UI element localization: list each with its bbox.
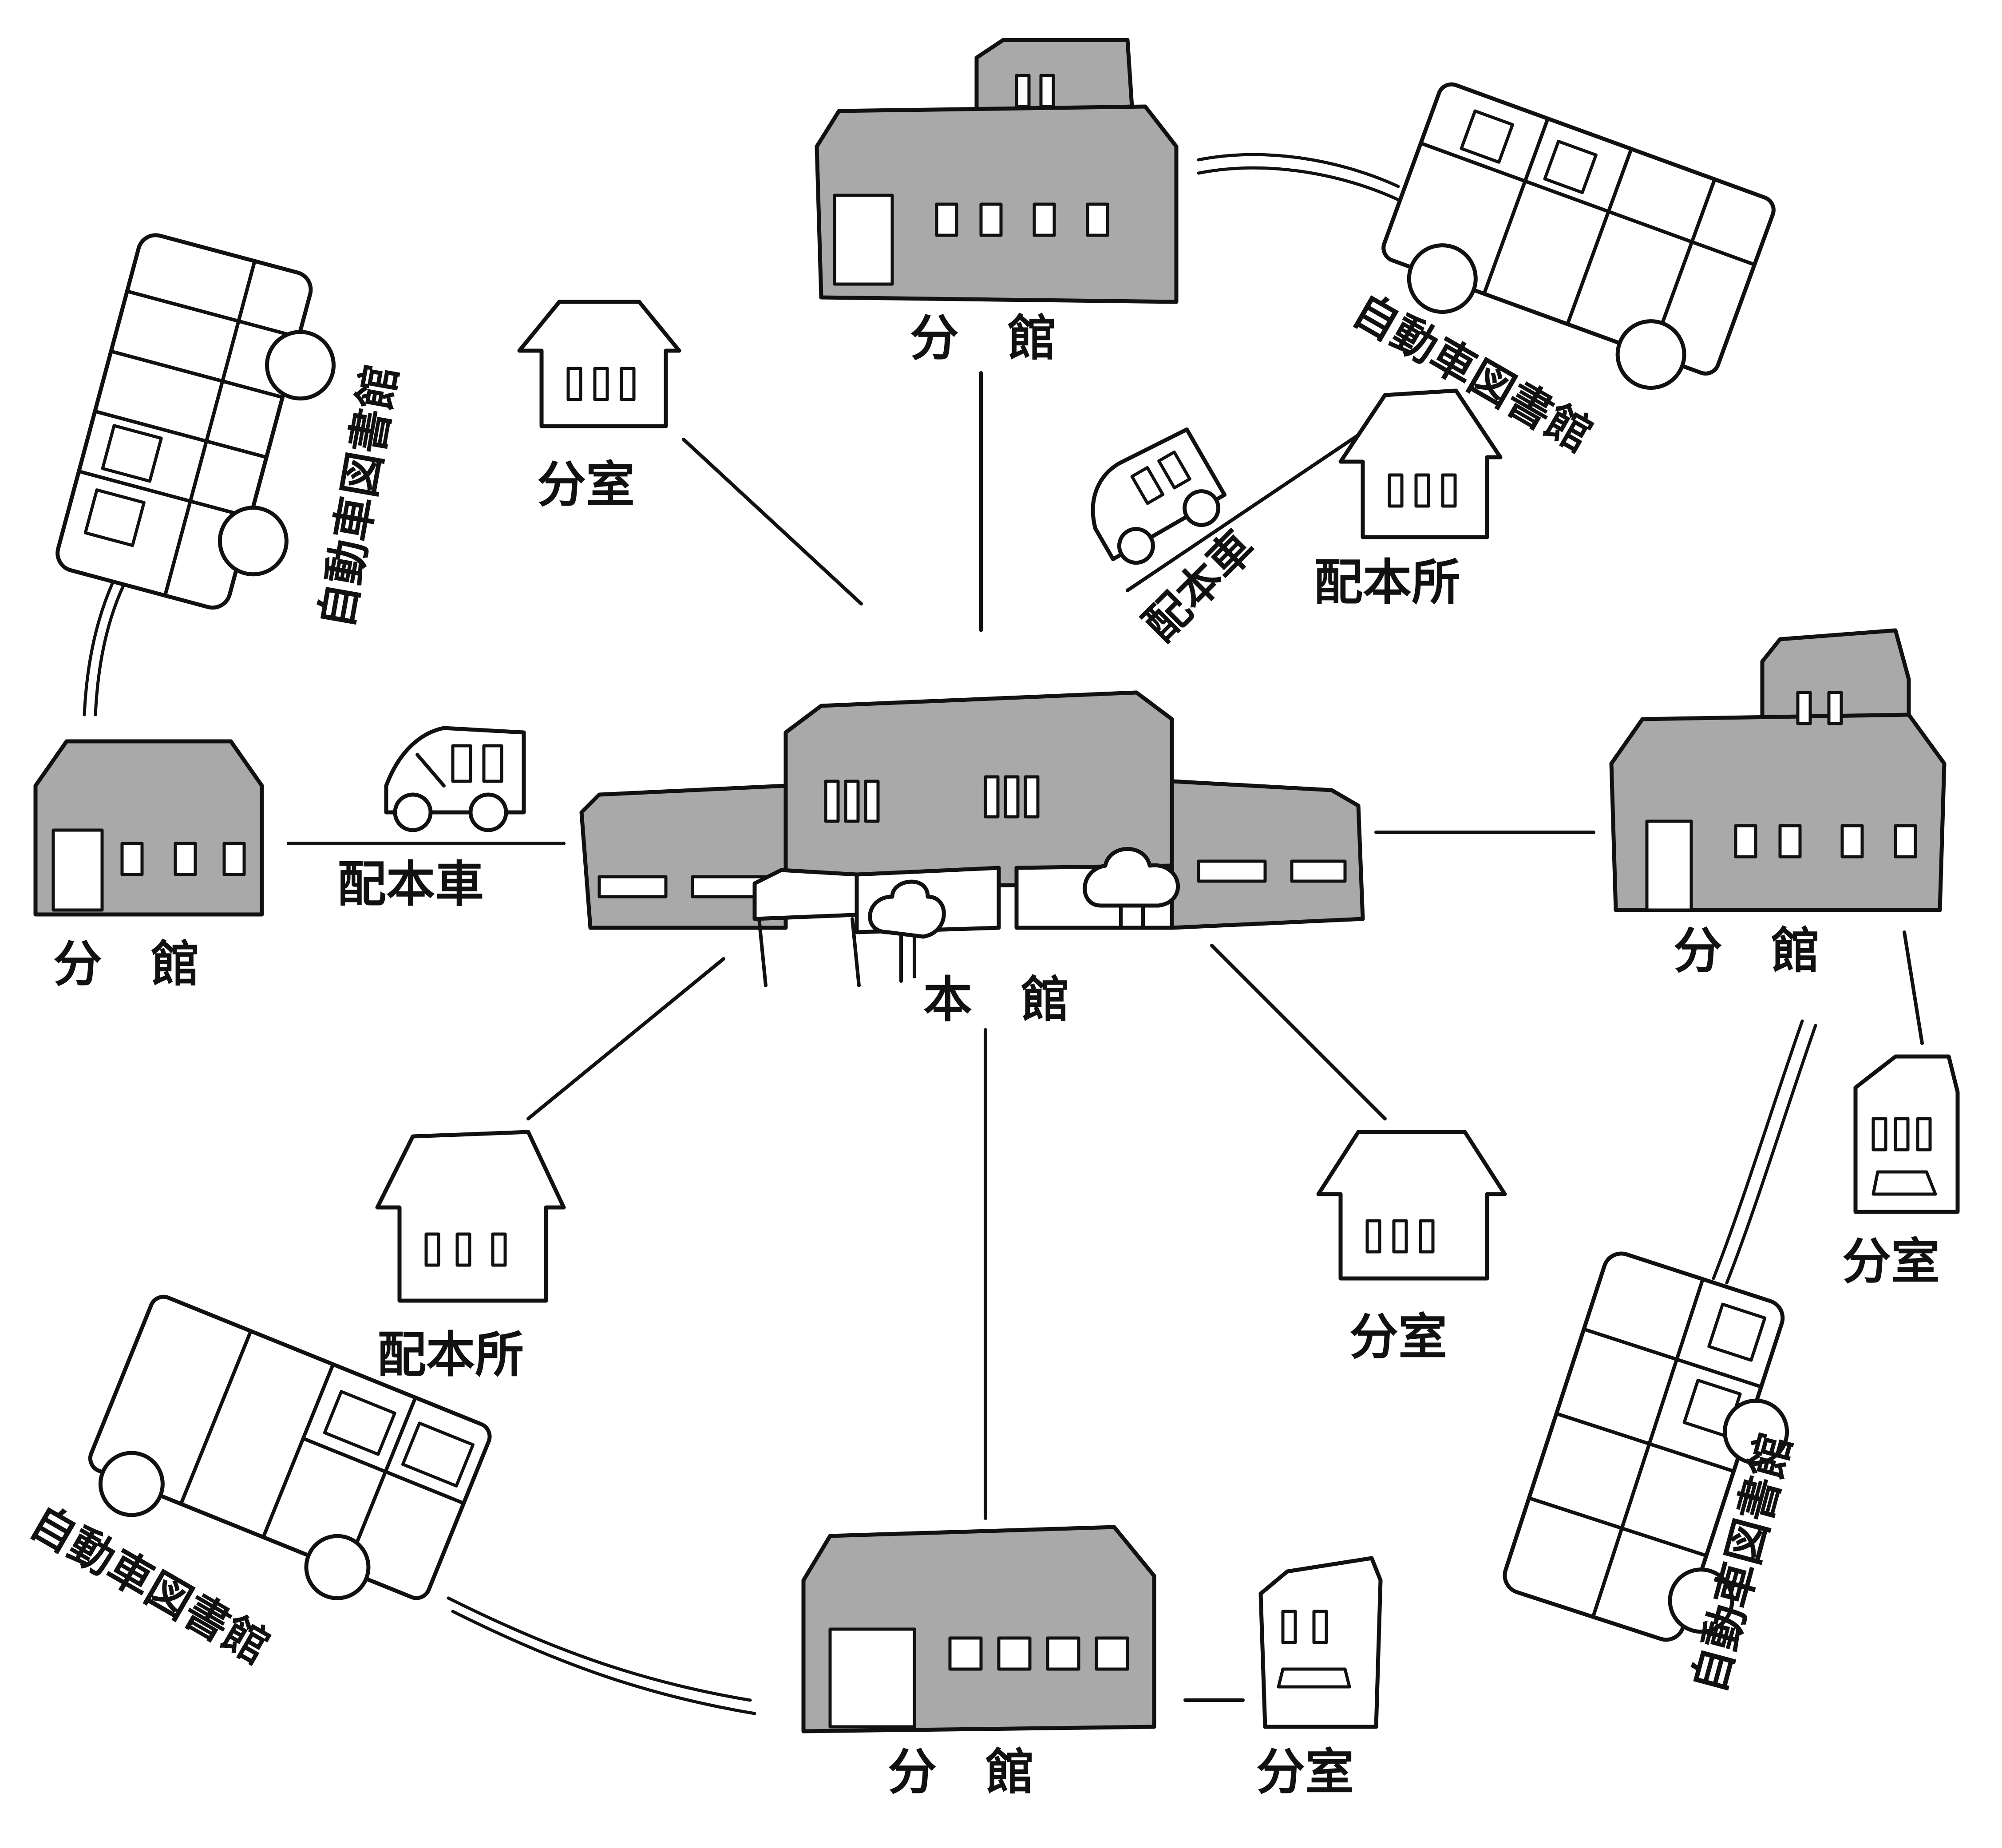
branch-room-topleft (517, 300, 681, 428)
link-main-delivery-station (526, 957, 725, 1120)
branch-label-bottom: 分 館 (888, 1744, 1034, 1801)
bookmobile-routes (83, 153, 1817, 1715)
link-main-bottomright-room (1210, 944, 1387, 1120)
delivery-station-bottomleft (375, 1130, 566, 1303)
branch-building-top (815, 38, 1179, 304)
delivery-van-label-left: 配本車 (337, 856, 484, 913)
bookmobile-topleft (55, 233, 336, 610)
branch-building-right (1609, 628, 1947, 912)
branch-label-left: 分 館 (53, 936, 200, 993)
branch-building-left (33, 739, 264, 917)
bookmobile-label-topleft: 自動車図書館 (310, 361, 407, 632)
branch-room-bottomright (1316, 1130, 1507, 1281)
bookmobile-bottomleft (88, 1294, 492, 1600)
branch-room-label-bottomright: 分室 (1349, 1309, 1447, 1365)
branch-room-label-topleft: 分室 (537, 456, 635, 513)
delivery-station-label-bottomleft: 配本所 (377, 1326, 524, 1383)
branch-room-label-bottom: 分室 (1256, 1744, 1354, 1801)
bookmobile-topright (1381, 82, 1776, 390)
link-delivery-van-topright (1126, 433, 1360, 592)
main-library-building (579, 690, 1365, 987)
tree-icon (1083, 847, 1180, 930)
delivery-station-topright (1338, 388, 1503, 539)
main-library-label: 本 館 (923, 971, 1070, 1028)
branch-room-label-right: 分室 (1842, 1233, 1940, 1290)
bookmobile-bottomright (1503, 1251, 1789, 1642)
connector-lines (83, 153, 1924, 1715)
branch-room-bottom (1258, 1556, 1383, 1729)
delivery-station-label-topright: 配本所 (1314, 554, 1460, 611)
branch-room-right (1853, 1054, 1960, 1214)
link-right-branch-room (1903, 930, 1924, 1045)
branch-building-bottom (801, 1525, 1156, 1733)
link-main-topleft-room (682, 438, 863, 605)
tree-icon (868, 879, 946, 983)
branch-label-top: 分 館 (910, 310, 1056, 367)
branch-label-right: 分 館 (1674, 922, 1820, 979)
delivery-van-topright (1091, 427, 1227, 565)
delivery-van-left (384, 726, 526, 832)
